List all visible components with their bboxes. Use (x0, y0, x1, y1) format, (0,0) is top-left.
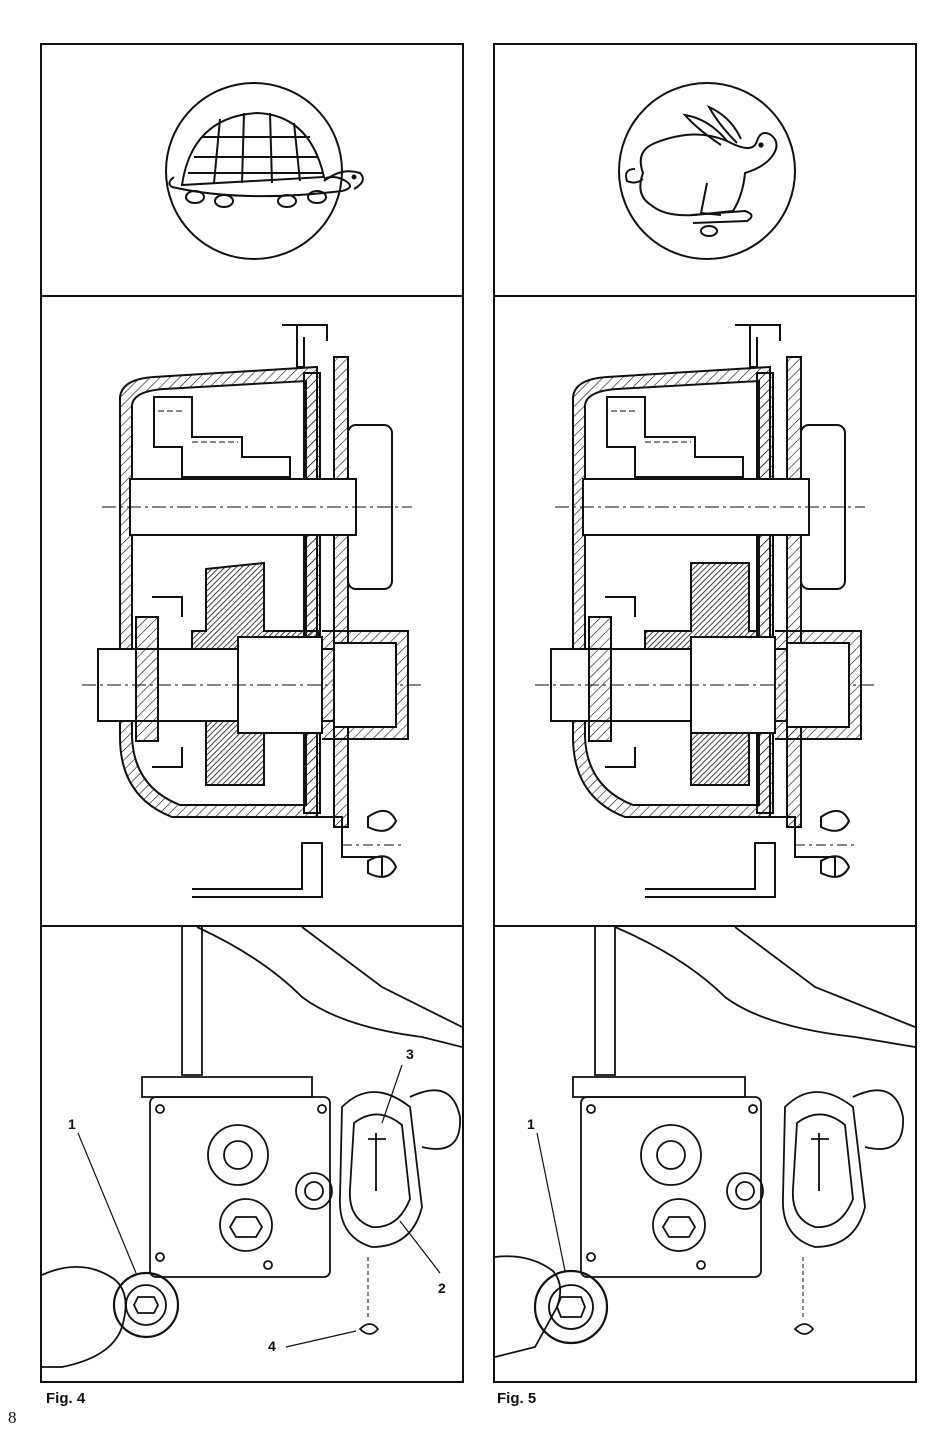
gearbox-cross-section-fast (495, 297, 915, 927)
gear-change-illustration-5: 1 (495, 927, 915, 1381)
figure-5-panel: 1 (493, 43, 917, 1383)
callout-4: 4 (268, 1338, 276, 1354)
gearbox-cross-section-slow (42, 297, 462, 927)
callout-2: 2 (438, 1280, 446, 1296)
gear-change-illustration-4: 1 3 2 4 (42, 927, 462, 1381)
callout-3: 3 (406, 1046, 414, 1062)
figure-4-caption: Fig. 4 (46, 1390, 86, 1407)
fast-speed-symbol-cell (495, 45, 915, 297)
slow-speed-symbol-cell (42, 45, 462, 297)
figure-4-panel: 1 3 2 4 (40, 43, 464, 1383)
callout-1: 1 (68, 1116, 76, 1132)
rabbit-icon (618, 82, 796, 260)
tortoise-icon (165, 82, 364, 260)
figure-5-caption: Fig. 5 (497, 1390, 537, 1407)
page-number: 8 (8, 1408, 17, 1427)
callout-1: 1 (527, 1116, 535, 1132)
